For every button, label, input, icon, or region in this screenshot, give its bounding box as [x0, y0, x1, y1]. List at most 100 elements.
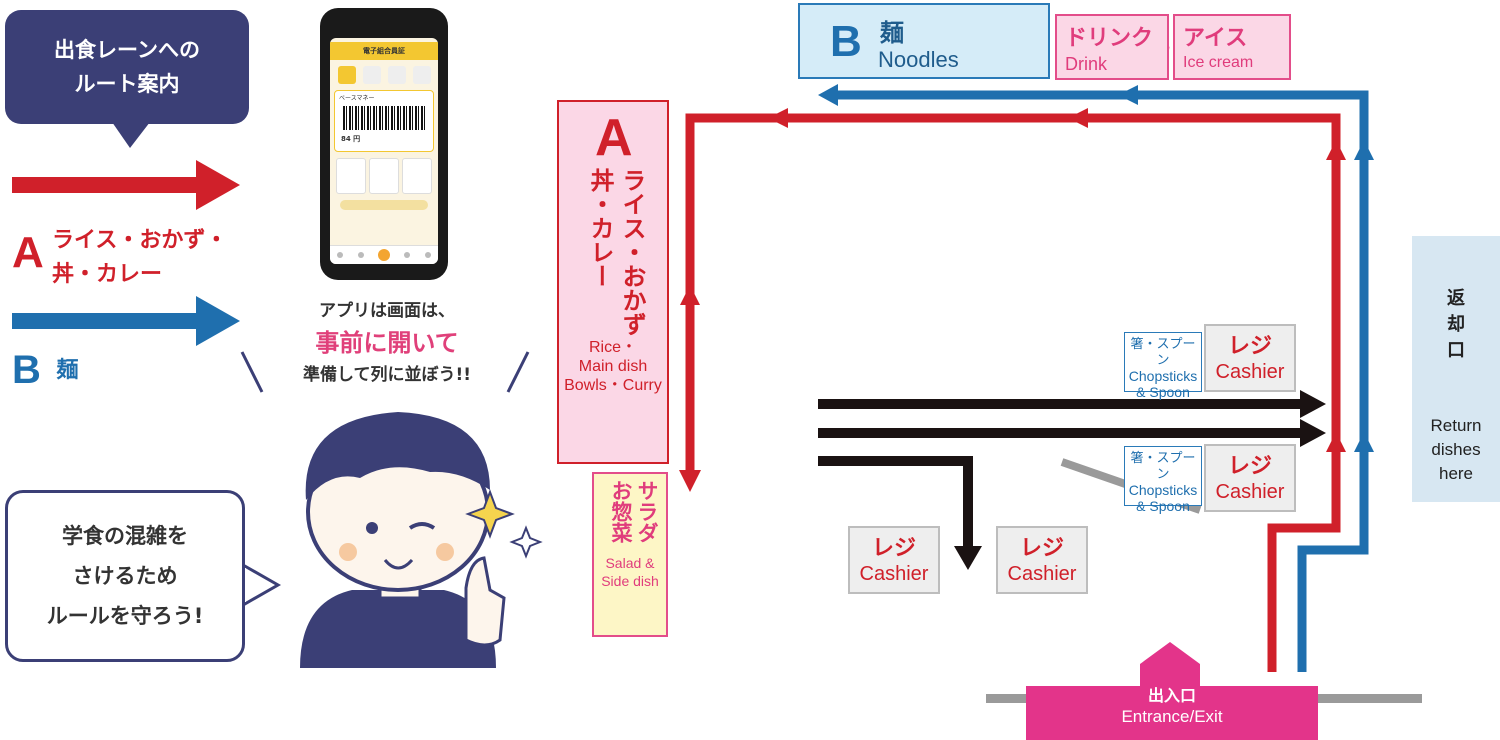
- app-note: アプリは画面は、 事前に開いて 準備して列に並ぼう!!: [262, 298, 512, 388]
- noodles-en: Noodles: [878, 47, 959, 72]
- phone-screen: 電子組合員証 ベースマネー 84 円: [330, 38, 438, 264]
- entrance-shape: [1026, 642, 1318, 740]
- route-a-arrow-mark: [1326, 432, 1346, 452]
- cashier-4: レジ Cashier: [996, 526, 1088, 594]
- drink-sign: ドリンク Drink: [1055, 14, 1169, 80]
- route-a-arrow-mark: [768, 108, 788, 128]
- phone-shortcut-icon: [412, 66, 431, 84]
- rule-bubble: 学食の混雑を さけるため ルールを守ろう!: [5, 490, 245, 662]
- ice-cream-sign: アイス Ice cream: [1173, 14, 1291, 80]
- route-a-arrow-mark: [1068, 108, 1088, 128]
- legend-a-line1: ライス・おかず・: [52, 228, 228, 253]
- return-en3: here: [1438, 464, 1474, 483]
- queue-lane-2-arrowhead: [1300, 419, 1326, 447]
- legend-b-letter: B: [12, 348, 41, 392]
- noodles-sign: B 麺 Noodles: [798, 3, 1050, 79]
- cashier-en: Cashier: [859, 563, 929, 585]
- noodles-ja: 麺: [880, 19, 904, 47]
- queue-lane-3-arrowhead: [954, 546, 982, 570]
- cashier-3: レジ Cashier: [848, 526, 940, 594]
- rule-line3: ルールを守ろう!: [46, 604, 204, 628]
- legend-b-label: 麺: [56, 358, 79, 383]
- app-note-line1: アプリは画面は、: [319, 301, 455, 321]
- chopsticks-ja: 箸・スプーン: [1130, 336, 1196, 367]
- noodles-letter: B: [830, 17, 862, 66]
- phone-card: [368, 158, 399, 194]
- route-b-arrowhead: [818, 84, 838, 106]
- drink-ja: ドリンク: [1065, 26, 1154, 51]
- route-guide-line1: 出食レーンへの: [54, 38, 200, 62]
- cashier-2: レジ Cashier: [1204, 444, 1296, 512]
- phone-tab-icon: [404, 252, 411, 258]
- legend-b-arrow-head: [196, 296, 240, 346]
- rice-en1: Rice・: [588, 339, 637, 356]
- queue-lane-3: [818, 456, 973, 548]
- phone-card: [402, 158, 433, 194]
- phone-tab-icon: [424, 252, 431, 258]
- phone-balance: 84 円: [341, 135, 361, 143]
- cashier-ja: レジ: [1227, 334, 1272, 359]
- salad-en1: Salad &: [605, 555, 655, 571]
- legend-a-arrow-head: [196, 160, 240, 210]
- phone-tab-icon: [377, 249, 390, 261]
- chopsticks-en2: & Spoon: [1136, 384, 1190, 400]
- cashier-1: レジ Cashier: [1204, 324, 1296, 392]
- route-guide-line2: ルート案内: [74, 72, 180, 96]
- route-guide-bubble: 出食レーンへの ルート案内: [5, 10, 249, 124]
- chopsticks-ja: 箸・スプーン: [1130, 450, 1196, 481]
- route-a-line: [685, 113, 1341, 672]
- route-b-arrow-mark: [1118, 85, 1138, 105]
- rice-letter: A: [595, 109, 633, 167]
- phone-tab-icon: [337, 252, 344, 258]
- return-ja3: 口: [1447, 340, 1465, 361]
- return-ja1: 返: [1447, 288, 1465, 309]
- route-a-arrow-mark: [680, 285, 700, 305]
- rice-ja-col2: 丼・カレー: [586, 168, 614, 288]
- route-a-arrowhead: [679, 470, 701, 492]
- legend-a-letter: A: [12, 228, 44, 277]
- rice-en2: Main dish: [578, 358, 648, 375]
- entrance-exit: 出入口 Entrance/Exit: [1026, 686, 1318, 728]
- guide-bubble-tail: [112, 122, 150, 148]
- cashier-en: Cashier: [1215, 361, 1285, 383]
- barcode: [343, 106, 425, 130]
- app-note-line2: 事前に開いて: [315, 329, 459, 357]
- rice-en3: Bowls・Curry: [564, 377, 662, 394]
- return-ja2: 却: [1447, 314, 1465, 335]
- entrance-en: Entrance/Exit: [1121, 707, 1223, 726]
- entrance-ja: 出入口: [1147, 686, 1196, 705]
- route-a-arrow-mark: [1326, 140, 1346, 160]
- salad-sign: サラダ お惣菜 Salad & Side dish: [592, 472, 668, 637]
- route-b-arrow-mark: [1354, 140, 1374, 160]
- chopsticks-en2: & Spoon: [1136, 498, 1190, 514]
- rule-line1: 学食の混雑を: [62, 524, 188, 548]
- legend-a-line2: 丼・カレー: [52, 262, 163, 287]
- rice-ja-col1: ライス・おかず: [618, 168, 646, 336]
- drink-en: Drink: [1065, 54, 1108, 74]
- chopsticks-station-2: 箸・スプーン Chopsticks & Spoon: [1124, 446, 1202, 514]
- phone-shortcut-icon: [362, 66, 381, 84]
- queue-lane-1-arrowhead: [1300, 390, 1326, 418]
- phone-shortcut-icon: [337, 66, 356, 84]
- cashier-en: Cashier: [1215, 481, 1285, 503]
- legend-route-b: B 麺: [12, 348, 78, 393]
- cashier-ja: レジ: [1227, 454, 1272, 479]
- phone-card: [335, 158, 366, 194]
- salad-ja-col2: お惣菜: [609, 480, 633, 543]
- cashier-en: Cashier: [1007, 563, 1077, 585]
- wall-left: [986, 694, 1031, 703]
- phone-app-header: 電子組合員証: [330, 42, 438, 60]
- ice-ja: アイス: [1183, 26, 1248, 51]
- route-b-line: [830, 90, 1369, 672]
- character-illustration: [300, 412, 506, 668]
- return-dishes-area: 返 却 口 Return dishes here: [1412, 236, 1500, 502]
- return-en2: dishes: [1431, 440, 1481, 459]
- rule-line2: さけるため: [72, 564, 178, 588]
- return-en1: Return: [1430, 416, 1482, 435]
- salad-en2: Side dish: [601, 573, 659, 589]
- phone-tab-icon: [357, 252, 364, 258]
- phone-shortcut-icon: [387, 66, 406, 84]
- route-b-arrow-mark: [1354, 432, 1374, 452]
- sparkle-icon: [465, 489, 543, 559]
- chopsticks-station-1: 箸・スプーン Chopsticks & Spoon: [1124, 332, 1202, 400]
